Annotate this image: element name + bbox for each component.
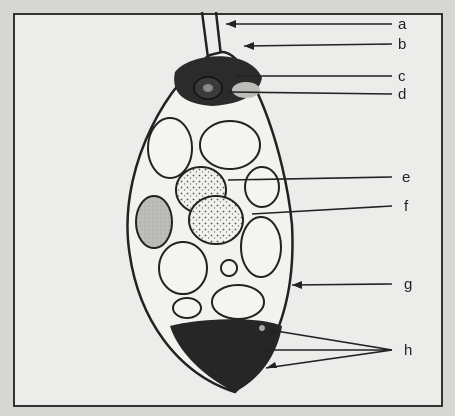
label-d: d [398,86,406,103]
apical-nucleolus [203,84,213,92]
label-e: e [402,169,410,186]
label-b: b [398,36,406,53]
vacuole [245,167,279,207]
lower-cap-speck [259,325,265,331]
vacuole-small [221,260,237,276]
label-g: g [404,276,412,293]
vacuole [200,121,260,169]
vacuole-shaded [136,196,172,248]
label-h: h [404,342,412,359]
central-nucleus-lower [189,196,243,244]
vacuole [159,242,207,294]
vacuole-small [173,298,201,318]
vacuole [241,217,281,277]
vacuole [148,118,192,178]
vacuole [212,285,264,319]
label-a: a [398,16,407,33]
leader-g [292,284,392,285]
label-c: c [398,68,406,85]
cap-vacuole [232,82,260,98]
